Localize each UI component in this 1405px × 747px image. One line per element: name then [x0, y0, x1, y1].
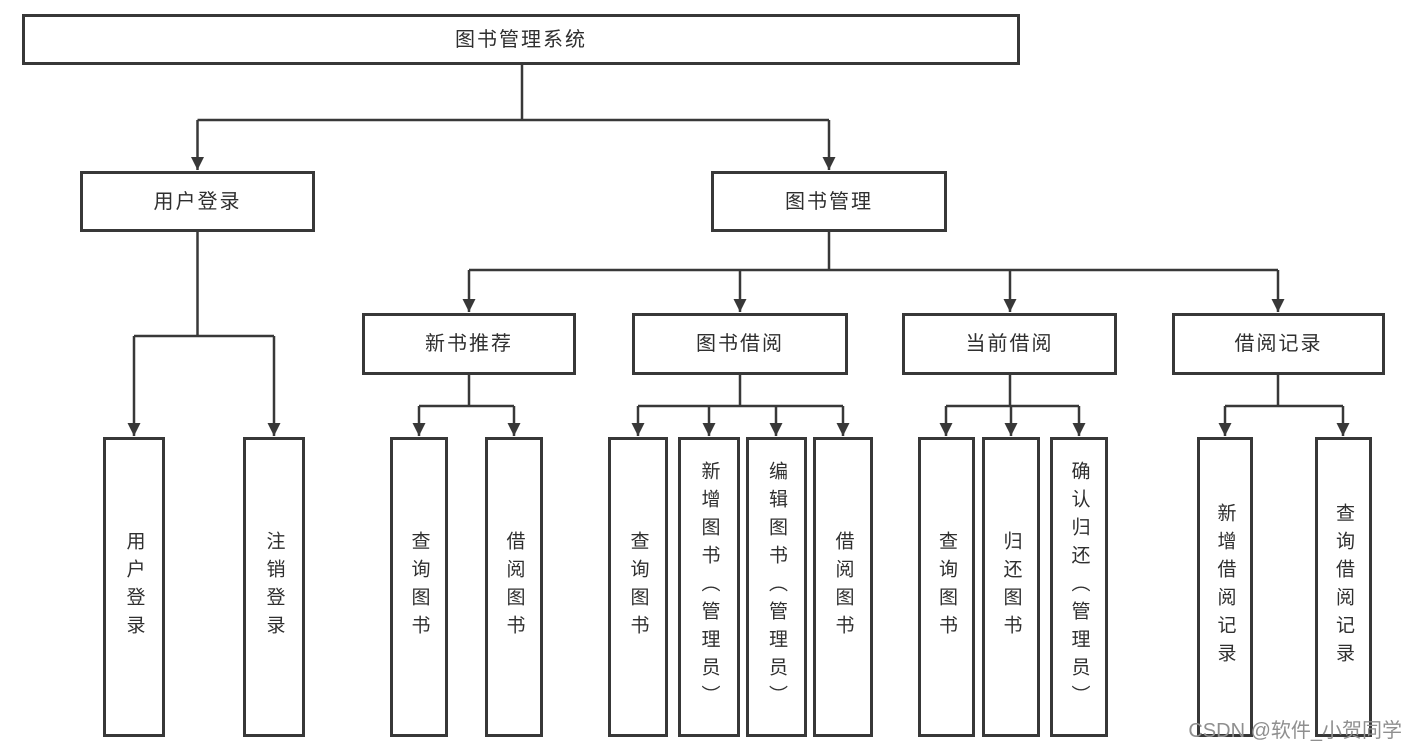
leaf-borrow-book-2-label: 借阅图书	[832, 531, 854, 643]
leaf-borrow-book-2: 借阅图书	[813, 437, 873, 737]
leaf-query-book-3: 查询图书	[918, 437, 975, 737]
leaf-confirm-return-admin: 确认归还（管理员）	[1050, 437, 1108, 737]
leaf-user-login: 用户登录	[103, 437, 165, 737]
leaf-edit-book-admin-label: 编辑图书（管理员）	[766, 461, 787, 713]
node-book-management: 图书管理	[711, 171, 947, 232]
leaf-query-book-2-label: 查询图书	[627, 531, 649, 643]
node-user-login: 用户登录	[80, 171, 315, 232]
leaf-return-book: 归还图书	[982, 437, 1040, 737]
node-borrow-record: 借阅记录	[1172, 313, 1385, 375]
leaf-user-login-label: 用户登录	[123, 531, 145, 643]
node-borrow-record-label: 借阅记录	[1234, 333, 1323, 355]
leaf-confirm-return-admin-label: 确认归还（管理员）	[1068, 461, 1090, 713]
leaf-borrow-book-1: 借阅图书	[485, 437, 543, 737]
node-current-borrow-label: 当前借阅	[965, 333, 1054, 355]
node-current-borrow: 当前借阅	[902, 313, 1117, 375]
leaf-query-book-1-label: 查询图书	[408, 531, 430, 643]
csdn-watermark: CSDN @软件_小贺同学	[1188, 720, 1402, 742]
node-root: 图书管理系统	[22, 14, 1020, 65]
leaf-add-book-admin-label: 新增图书（管理员）	[698, 461, 720, 713]
node-root-label: 图书管理系统	[455, 28, 587, 51]
leaf-add-book-admin: 新增图书（管理员）	[678, 437, 740, 737]
leaf-query-book-2: 查询图书	[608, 437, 668, 737]
node-book-management-label: 图书管理	[785, 190, 873, 213]
leaf-query-borrow-record: 查询借阅记录	[1315, 437, 1372, 737]
leaf-borrow-book-1-label: 借阅图书	[503, 531, 525, 643]
node-new-book-recommend: 新书推荐	[362, 313, 576, 375]
leaf-edit-book-admin: 编辑图书（管理员）	[746, 437, 807, 737]
leaf-query-borrow-record-label: 查询借阅记录	[1333, 503, 1354, 671]
node-new-book-recommend-label: 新书推荐	[425, 333, 513, 355]
leaf-logout: 注销登录	[243, 437, 305, 737]
leaf-return-book-label: 归还图书	[1000, 531, 1022, 643]
leaf-logout-label: 注销登录	[263, 531, 285, 643]
node-user-login-label: 用户登录	[153, 190, 242, 213]
leaf-query-book-3-label: 查询图书	[936, 531, 957, 643]
node-book-borrow: 图书借阅	[632, 313, 848, 375]
leaf-add-borrow-record-label: 新增借阅记录	[1214, 503, 1236, 671]
leaf-add-borrow-record: 新增借阅记录	[1197, 437, 1253, 737]
node-book-borrow-label: 图书借阅	[696, 333, 784, 355]
leaf-query-book-1: 查询图书	[390, 437, 448, 737]
